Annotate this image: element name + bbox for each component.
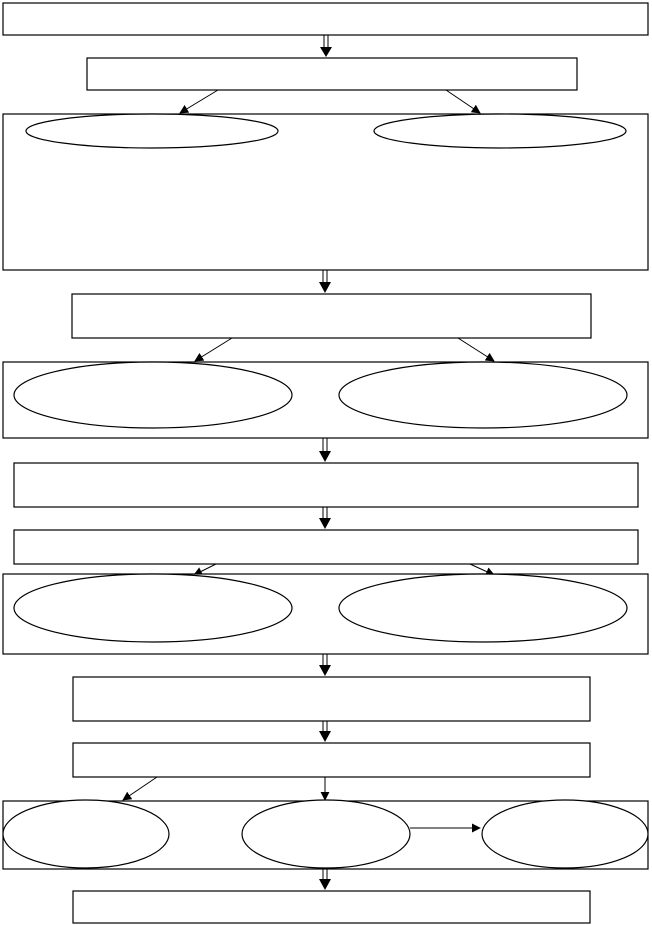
step-1-box xyxy=(86,57,578,91)
branch-2-left-arrow xyxy=(194,337,233,362)
double-arrow-3 xyxy=(319,438,331,462)
branch-6-left-arrow xyxy=(122,776,158,801)
step-2-box xyxy=(71,293,592,339)
branch-1-left-arrow xyxy=(179,89,219,114)
step-5-box xyxy=(72,676,591,722)
branch-6-middle-ellipse xyxy=(241,799,411,869)
branch-1-right-ellipse xyxy=(373,113,627,149)
branch-1-right-arrow xyxy=(445,89,481,114)
branch-4-left-arrow xyxy=(193,563,217,576)
double-arrow-2 xyxy=(319,270,331,293)
branch-6-right-ellipse xyxy=(481,799,649,869)
double-arrow-5 xyxy=(319,654,331,676)
double-arrow-4 xyxy=(319,507,331,529)
branch-4-left-ellipse xyxy=(13,573,293,643)
top-box xyxy=(2,2,649,36)
double-arrow-7 xyxy=(319,868,331,890)
branch-6-left-ellipse xyxy=(2,799,170,869)
branch-4-right-ellipse xyxy=(338,573,628,643)
branch-2-right-ellipse xyxy=(338,361,628,429)
branch-2-right-arrow xyxy=(457,337,495,362)
step-3-box xyxy=(13,462,639,508)
step-4-box xyxy=(13,529,639,565)
double-arrow-6 xyxy=(319,721,331,742)
final-box xyxy=(72,890,591,924)
step-6-box xyxy=(72,742,591,778)
branch-1-left-ellipse xyxy=(25,113,279,149)
branch-4-right-arrow xyxy=(469,563,495,576)
double-arrow-1 xyxy=(320,35,332,57)
branch-2-left-ellipse xyxy=(13,361,293,429)
